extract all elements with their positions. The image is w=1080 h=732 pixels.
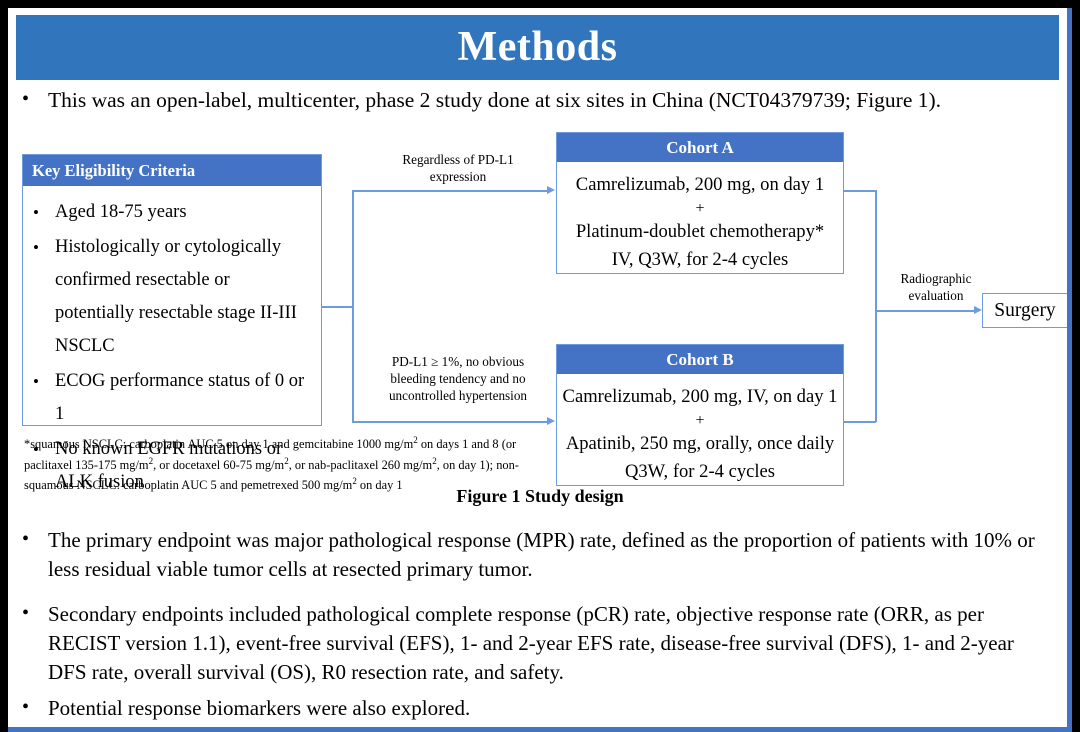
cohort-b-line-2: Apatinib, 250 mg, orally, once daily: [565, 433, 835, 454]
list-item: • ECOG performance status of 0 or 1: [33, 365, 313, 431]
figure-caption: Figure 1 Study design: [456, 486, 624, 506]
bullet-biomarkers-text: Potential response biomarkers were also …: [48, 696, 471, 720]
bullet-secondary-endpoints-text: Secondary endpoints included pathologica…: [48, 602, 1014, 684]
cohort-b-box: Cohort B Camrelizumab, 200 mg, IV, on da…: [556, 344, 844, 486]
bullet-secondary-endpoints: • Secondary endpoints included pathologi…: [22, 600, 1052, 687]
branch-label-b: PD-L1 ≥ 1%, no obvious bleeding tendency…: [388, 354, 528, 403]
list-item: • Aged 18-75 years: [33, 196, 313, 229]
bullet-biomarkers: • Potential response biomarkers were als…: [22, 694, 1052, 723]
cohort-b-line-1: Camrelizumab, 200 mg, IV, on day 1: [562, 386, 838, 407]
connector-to-surgery: [875, 310, 975, 312]
cohort-b-plus: +: [695, 412, 705, 429]
arrow-head-surgery-icon: [974, 306, 982, 314]
connector-from-cohort-b: [844, 421, 876, 423]
cohort-a-line-1: Camrelizumab, 200 mg, on day 1: [575, 174, 825, 195]
surgery-box: Surgery: [982, 293, 1067, 328]
cohort-b-body: Camrelizumab, 200 mg, IV, on day 1 + Apa…: [557, 374, 843, 486]
list-item-label: Aged 18-75 years: [55, 202, 187, 222]
bullet-marker-icon: •: [33, 440, 39, 459]
cohort-a-body: Camrelizumab, 200 mg, on day 1 + Platinu…: [557, 162, 843, 274]
bullet-marker-icon: •: [33, 238, 39, 257]
list-item: • Histologically or cytologically confir…: [33, 231, 313, 363]
connector-from-cohort-a: [844, 190, 876, 192]
cohort-a-plus: +: [695, 200, 705, 217]
cohort-a-line-2: Platinum-doublet chemotherapy*: [575, 221, 825, 242]
connector-branch-b: [352, 421, 548, 423]
connector-stub-from-criteria: [322, 306, 353, 308]
slide-canvas: Methods • This was an open-label, multic…: [8, 8, 1072, 732]
connector-branch-a: [352, 190, 548, 192]
arrow-head-a-icon: [547, 186, 555, 194]
bullet-marker-icon: •: [22, 696, 30, 718]
page-title: Methods: [457, 24, 618, 70]
lead-bullet-text: This was an open-label, multicenter, pha…: [48, 88, 942, 112]
radiographic-evaluation-label: Radiographic evaluation: [900, 271, 972, 303]
cohort-b-header: Cohort B: [557, 345, 843, 374]
bullet-marker-icon: •: [33, 372, 39, 391]
connector-merge-vertical: [875, 190, 877, 422]
bullet-marker-icon: •: [22, 88, 30, 110]
list-item-label: No known EGFR mutations or ALK fusion: [55, 439, 283, 492]
branch-label-a: Regardless of PD-L1 expression: [402, 152, 514, 184]
cohort-a-line-3: IV, Q3W, for 2-4 cycles: [611, 249, 789, 270]
cohort-a-header: Cohort A: [557, 133, 843, 162]
cohort-b-line-3: Q3W, for 2-4 cycles: [624, 461, 776, 482]
bullet-primary-endpoint-text: The primary endpoint was major pathologi…: [48, 528, 1035, 581]
bullet-marker-icon: •: [22, 528, 30, 550]
eligibility-list: • Aged 18-75 years • Histologically or c…: [23, 186, 321, 499]
list-item-label: Histologically or cytologically confirme…: [55, 237, 297, 356]
surgery-label: Surgery: [994, 299, 1056, 321]
bullet-marker-icon: •: [33, 203, 39, 222]
eligibility-header: Key Eligibility Criteria: [23, 155, 321, 186]
bullet-primary-endpoint: • The primary endpoint was major patholo…: [22, 526, 1052, 584]
cohort-a-box: Cohort A Camrelizumab, 200 mg, on day 1 …: [556, 132, 844, 274]
connector-trunk-vertical: [352, 190, 354, 422]
bullet-marker-icon: •: [22, 602, 30, 624]
eligibility-criteria-box: Key Eligibility Criteria • Aged 18-75 ye…: [22, 154, 322, 492]
chemotherapy-footnote: *squamous NSCLC: carboplatin AUC 5 on da…: [24, 435, 519, 493]
list-item-label: ECOG performance status of 0 or 1: [55, 371, 305, 424]
study-design-figure: Key Eligibility Criteria • Aged 18-75 ye…: [8, 126, 1067, 506]
arrow-head-b-icon: [547, 417, 555, 425]
lead-bullet: • This was an open-label, multicenter, p…: [22, 86, 1052, 114]
slide-title-bar: Methods: [16, 15, 1059, 80]
list-item: • No known EGFR mutations or ALK fusion: [33, 433, 313, 499]
